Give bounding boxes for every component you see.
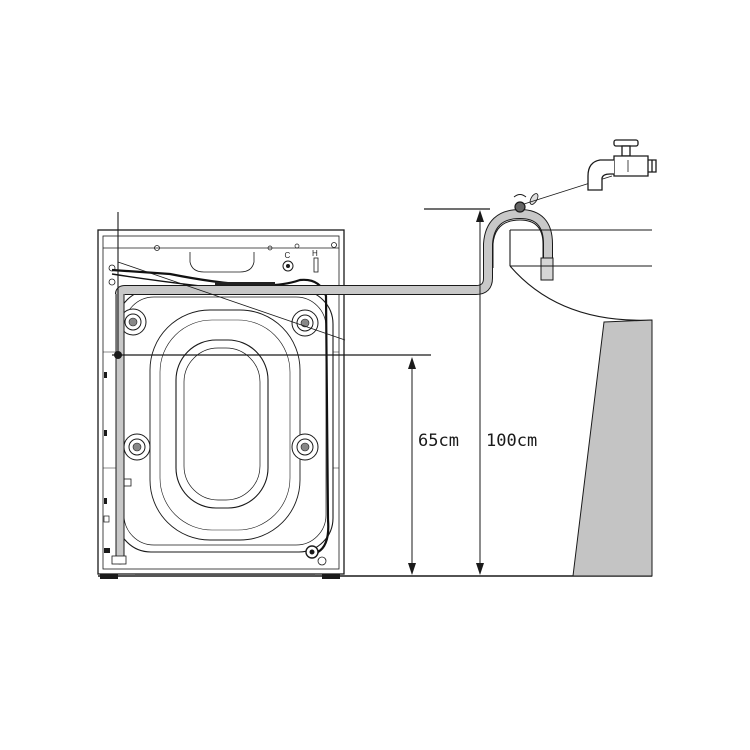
- dimension-100cm: [476, 210, 484, 575]
- transit-bolt-top-right: [291, 309, 319, 337]
- sink-basin: [509, 229, 653, 321]
- arrow-up-icon: [476, 210, 484, 222]
- machine-base-strip: [135, 574, 315, 577]
- hose-outlet-end: [540, 257, 554, 281]
- washing-machine-back-view: C H: [97, 229, 345, 579]
- panel-clip: [104, 372, 107, 378]
- power-cable: [111, 268, 330, 553]
- guide-line: [117, 261, 346, 341]
- back-cover-oval-inner: [183, 347, 261, 501]
- screw-icon: [331, 242, 337, 248]
- drum-outline-inner: [159, 319, 291, 531]
- screw-icon: [294, 243, 300, 249]
- hot-water-inlet: H: [312, 249, 319, 273]
- cold-inlet-label: C: [285, 251, 291, 260]
- back-cover-oval: [175, 339, 269, 509]
- dimension-label-65cm: 65cm: [418, 431, 459, 451]
- panel-clip: [103, 515, 110, 523]
- u-bend-hose-guide: [492, 219, 544, 270]
- panel-clip: [104, 498, 107, 504]
- panel-clip: [104, 548, 110, 553]
- hose-holder-clip: [514, 201, 526, 213]
- panel-clip: [104, 430, 107, 436]
- arrow-down-icon: [408, 563, 416, 575]
- transit-bolt-top-left: [119, 308, 147, 336]
- water-tap: [587, 139, 657, 191]
- transit-bolt-bottom-left: [123, 433, 151, 461]
- hose-height-marker: [114, 351, 122, 359]
- dimension-label-100cm: 100cm: [486, 431, 537, 451]
- drain-hose: [111, 175, 613, 565]
- screw-icon: [267, 245, 273, 251]
- hose-holder-clip-hook: [513, 194, 527, 198]
- hose-tie: [529, 193, 539, 205]
- transit-bolt-bottom-right: [291, 433, 319, 461]
- hose-connector: [111, 555, 127, 565]
- sink-pedestal: [572, 319, 653, 577]
- power-plug: [305, 545, 319, 559]
- dimension-65cm: [408, 357, 416, 575]
- screw-icon: [154, 245, 160, 251]
- cold-water-inlet: C: [282, 251, 294, 272]
- screw-icon: [108, 278, 116, 286]
- sink-basin-curve: [509, 265, 653, 321]
- arrow-down-icon: [476, 563, 484, 575]
- arrow-up-icon: [408, 357, 416, 369]
- machine-foot-right: [322, 574, 340, 579]
- hot-inlet-label: H: [312, 249, 318, 258]
- drain-pump-filter-icon: [317, 556, 327, 566]
- machine-foot-left: [100, 574, 118, 579]
- machine-inner-frame: [102, 235, 340, 570]
- top-panel-notch: [189, 252, 255, 273]
- drum-outline: [149, 309, 301, 541]
